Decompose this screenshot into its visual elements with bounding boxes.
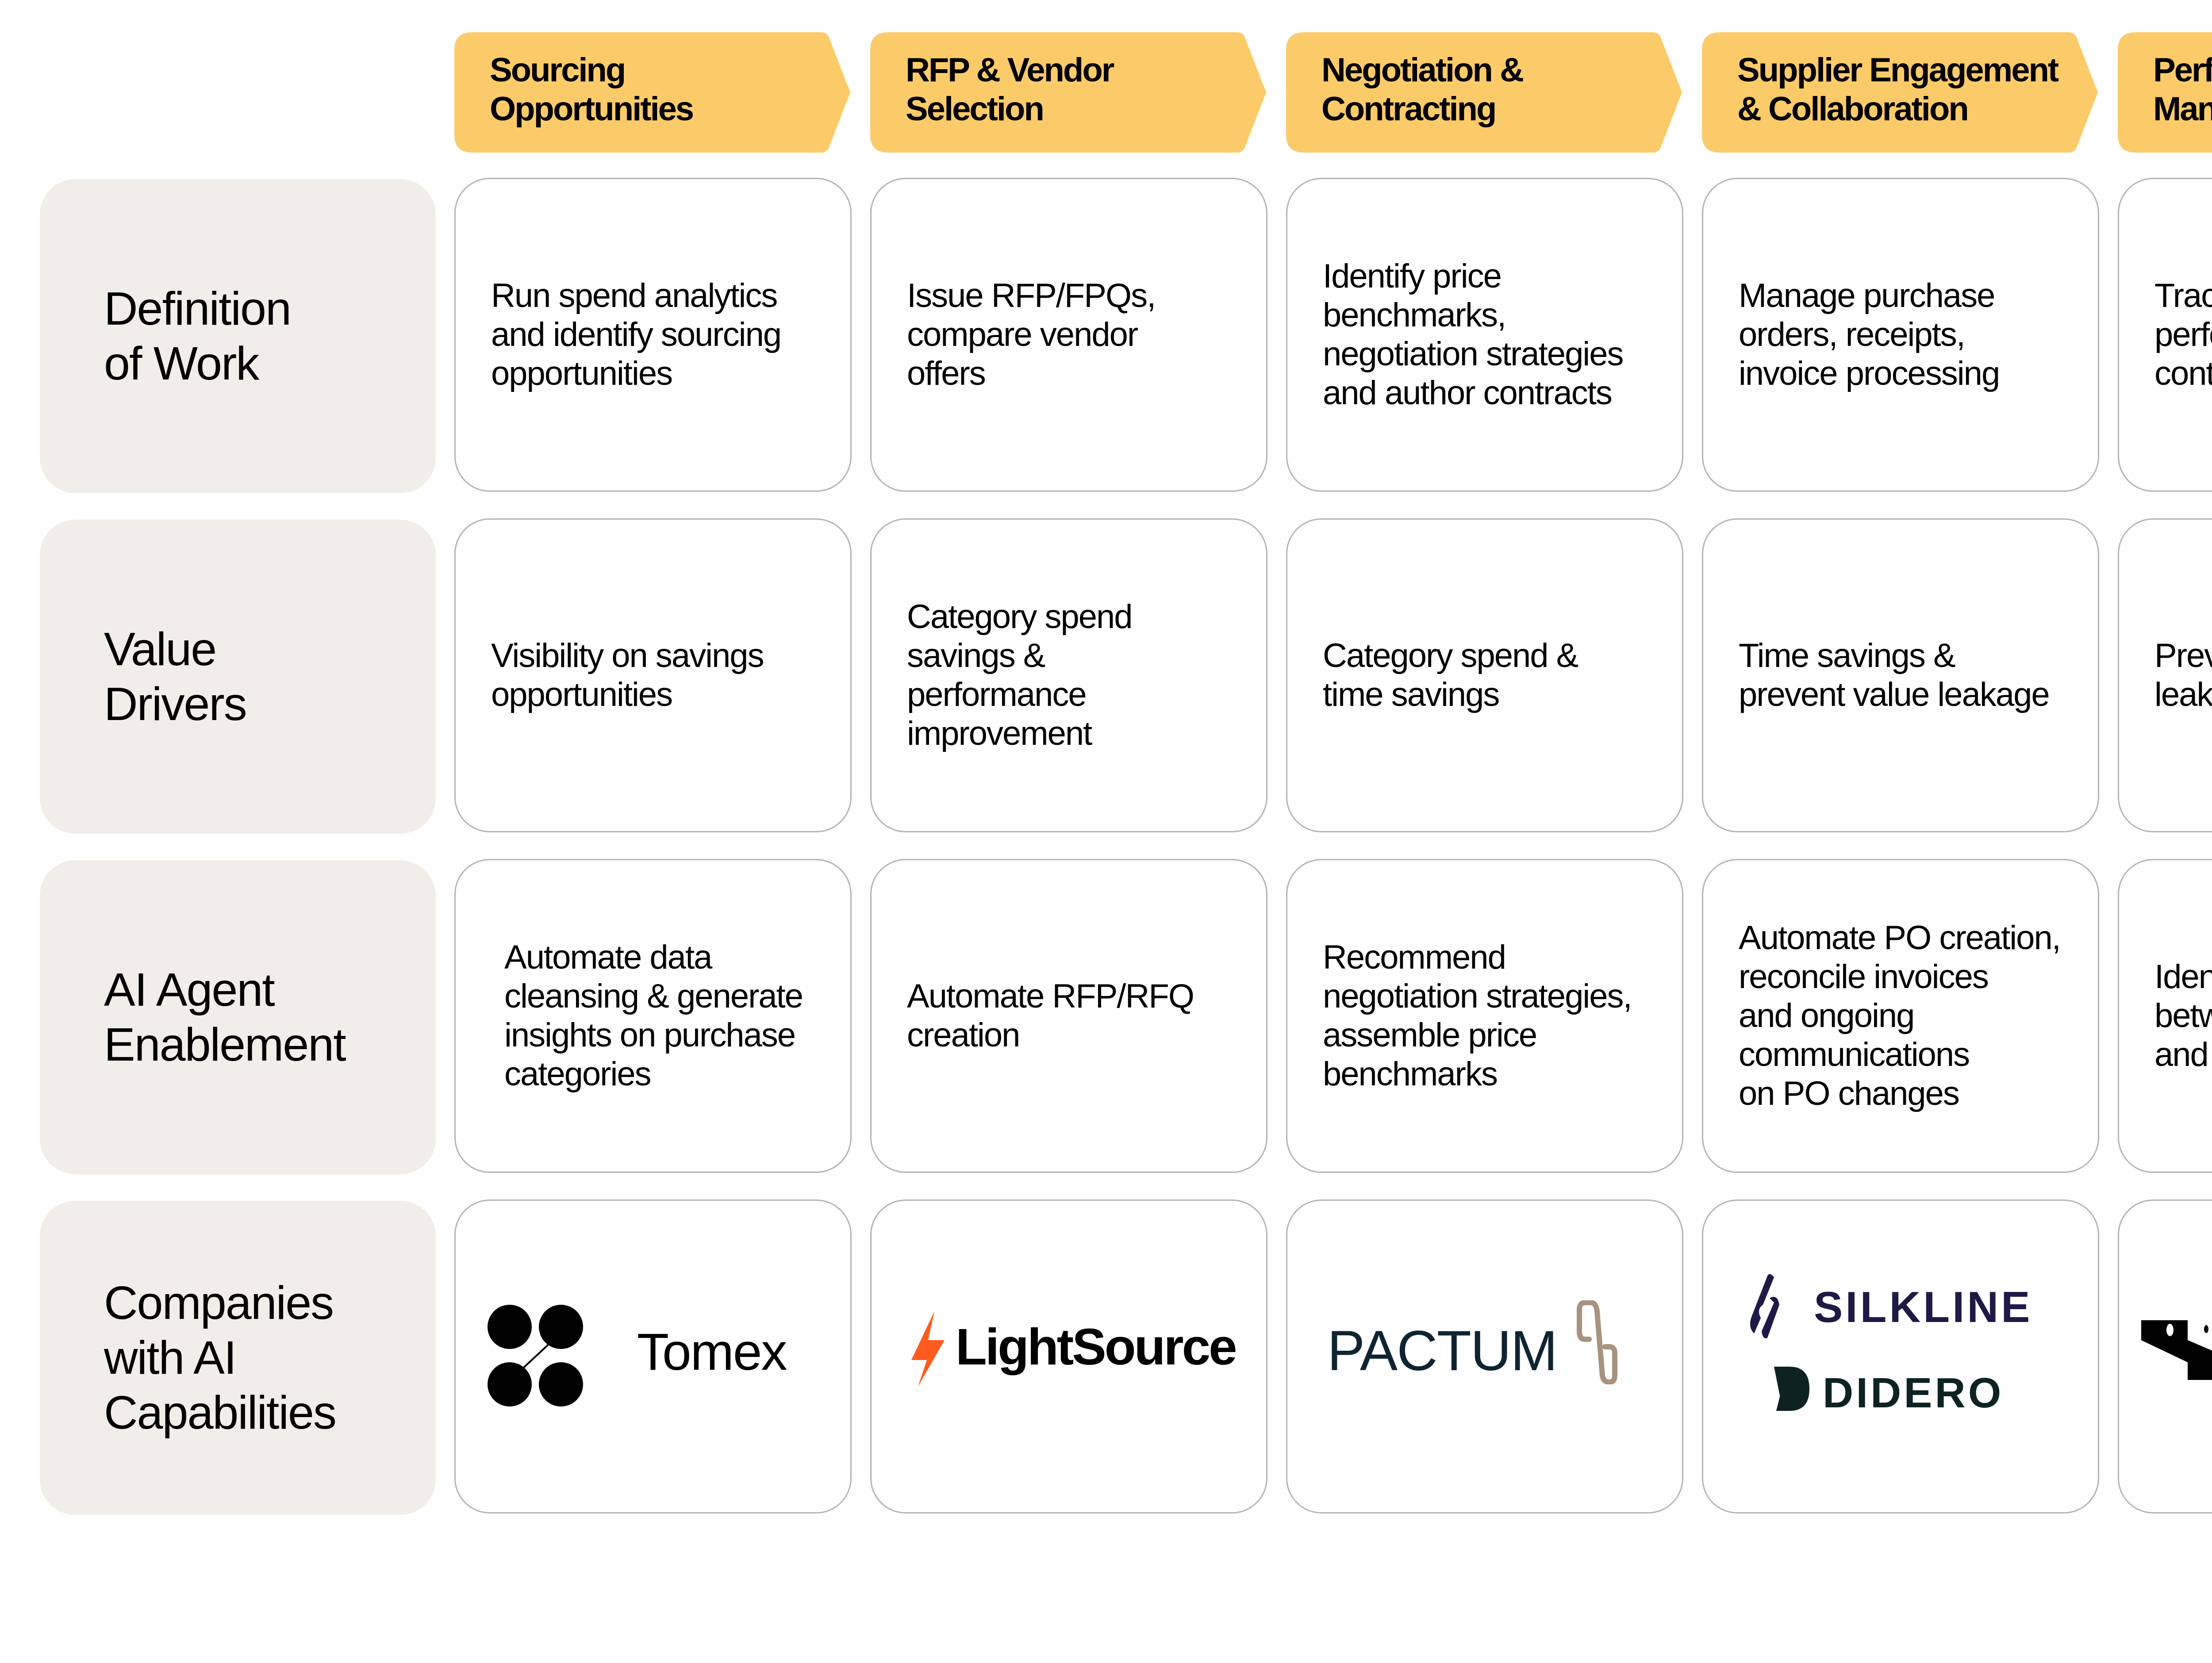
cell-ai-performance: Identify discrepancies between contracts… [2118,859,2212,1173]
cell-text: Category spend & time savings [1323,637,1578,713]
stage-label: Sourcing Opportunities [490,51,694,128]
row-label-text: Companies with AI Capabilities [104,1277,337,1439]
cell-text: Manage purchase orders, receipts, invoic… [1739,277,2000,392]
stage-header-negotiation: Negotiation & Contracting [1286,32,1684,153]
cell-text: Visibility on savings opportunities [491,637,764,713]
cell-text: Automate RFP/RFQ creation [907,977,1194,1054]
row-label-text: AI Agent Enablement [104,964,346,1071]
chevron-shape [870,32,1266,153]
cell-text: Time savings & prevent value leakage [1739,637,2050,713]
cell-definition-rfp: Issue RFP/FPQs, compare vendor offers [870,178,1267,492]
cell-definition-supplier: Manage purchase orders, receipts, invoic… [1702,178,2099,492]
stage-label: Supplier Engagement & Collaboration [1737,51,2059,128]
cell-ai-rfp: Automate RFP/RFQ creation [870,859,1267,1173]
cell-value-sourcing: Visibility on savings opportunities [454,518,852,832]
stage-header-sourcing: Sourcing Opportunities [454,32,853,153]
row-label-text: Definition of Work [104,283,292,390]
company-name-2: DIDERO [1823,1369,2004,1417]
company-magentic: Magentic [2118,1199,2212,1514]
cell-text: Recommend negotiation strategies, assemb… [1323,939,1632,1093]
company-name: PACTUM [1327,1319,1558,1383]
cell-value-rfp: Category spend savings & performance imp… [870,518,1267,832]
stage-header-performance: Performance Management [2118,32,2212,153]
silkline-mark-icon [1743,1274,1792,1340]
stage-header-supplier-engagement: Supplier Engagement & Collaboration [1702,32,2100,153]
cell-ai-sourcing: Automate data cleansing & generate insig… [454,859,852,1173]
cell-text: Track supplier performance against contr… [2154,277,2212,392]
cell-text: Automate PO creation, reconcile invoices… [1739,919,2061,1112]
cell-text: Preventing value leakage [2154,637,2212,713]
cell-text: Automate data cleansing & generate insig… [504,939,803,1093]
cell-ai-supplier: Automate PO creation, reconcile invoices… [1702,859,2099,1173]
chevron-shape [1702,32,2098,153]
cell-text: Run spend analytics and identify sourcin… [491,277,782,392]
didero-mark-icon [1774,1367,1809,1411]
stage-label: Negotiation & Contracting [1321,51,1524,128]
chevron-shape [454,32,850,153]
company-name: Tomex [637,1323,787,1381]
cell-text: Identify price benchmarks, negotiation s… [1323,257,1624,412]
company-silkline-didero: SILKLINE DIDERO [1702,1199,2099,1514]
row-label-text: Value Drivers [104,623,247,730]
magentic-mark-icon [2141,1320,2212,1380]
cell-value-performance: Preventing value leakage [2118,518,2212,832]
chain-link-icon [1571,1300,1619,1385]
four-dots-icon [482,1300,588,1411]
stage-header-rfp: RFP & Vendor Selection [870,32,1268,153]
cell-definition-performance: Track supplier performance against contr… [2118,178,2212,492]
stage-label: Performance Management [2153,51,2212,128]
cell-value-supplier: Time savings & prevent value leakage [1702,518,2099,832]
row-label-definition-of-work: Definition of Work [40,179,436,493]
row-label-value-drivers: Value Drivers [40,520,436,834]
cell-text: Issue RFP/FPQs, compare vendor offers [907,277,1156,392]
company-name: LightSource [956,1318,1237,1376]
company-lightsource: LightSource [870,1199,1267,1514]
chevron-shape [2118,32,2212,153]
stage-label: RFP & Vendor Selection [906,51,1114,128]
cell-ai-negotiation: Recommend negotiation strategies, assemb… [1286,859,1683,1173]
row-label-companies: Companies with AI Capabilities [40,1201,436,1515]
chevron-shape [1286,32,1682,153]
cell-definition-sourcing: Run spend analytics and identify sourcin… [454,178,852,492]
cell-value-negotiation: Category spend & time savings [1286,518,1683,832]
cell-definition-negotiation: Identify price benchmarks, negotiation s… [1286,178,1683,492]
cell-text: Identify discrepancies between contracts… [2154,958,2212,1073]
company-pactum: PACTUM [1286,1199,1683,1514]
company-name: SILKLINE [1814,1283,2033,1331]
lightning-bolt-icon [907,1311,947,1387]
row-label-ai-agent-enablement: AI Agent Enablement [40,860,436,1174]
company-tomex: Tomex [454,1199,852,1514]
cell-text: Category spend savings & performance imp… [907,598,1133,752]
